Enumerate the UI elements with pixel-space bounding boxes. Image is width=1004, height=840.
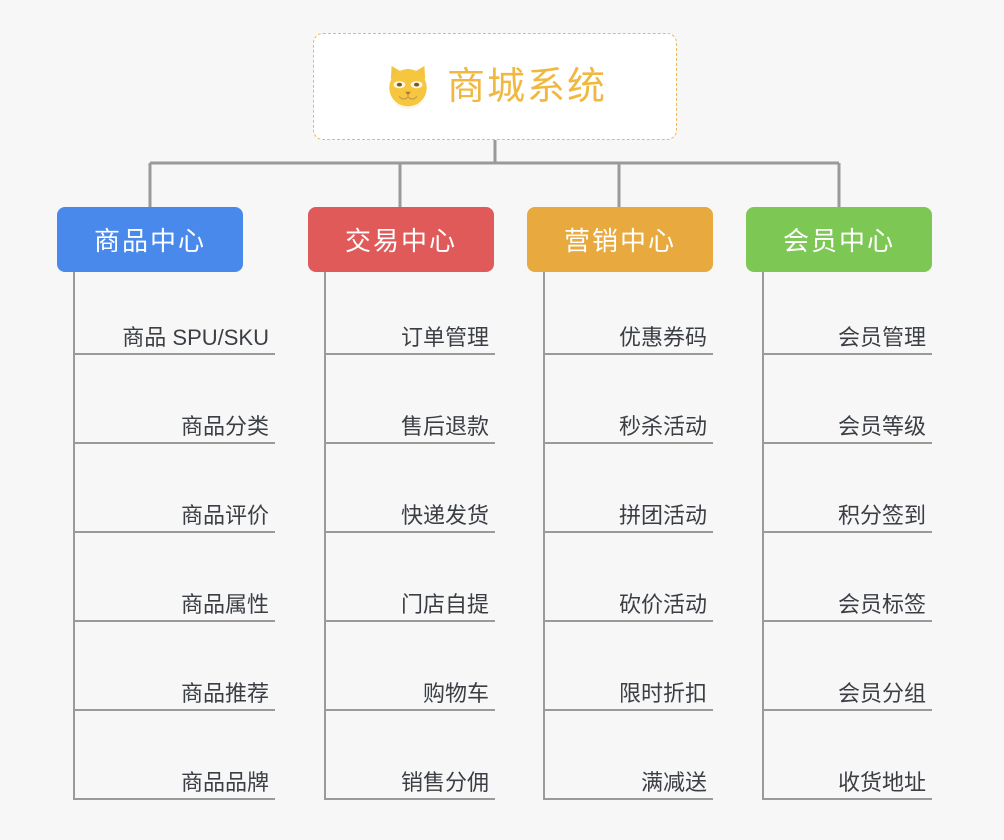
leaf-item-label: 砍价活动 [618,591,707,617]
leaf-item-label: 满减送 [640,769,707,795]
branch-spine-product-center [73,272,75,800]
branch-header-trade-center[interactable]: 交易中心 [308,207,494,272]
leaf-item-label: 会员管理 [837,324,926,350]
leaf-item-label: 商品评价 [180,502,269,528]
branch-spine-marketing-center [543,272,545,800]
leaf-item[interactable]: 门店自提 [324,576,495,622]
branch-marketing-center: 营销中心 [527,207,713,272]
branch-header-product-center[interactable]: 商品中心 [57,207,243,272]
leaf-item[interactable]: 商品推荐 [73,665,275,711]
root-title: 商城系统 [446,65,607,108]
root-node[interactable]: 商城系统 [313,33,677,140]
leaf-item-label: 积分签到 [837,502,926,528]
branch-spine-trade-center [324,272,326,800]
leaf-item-label: 秒杀活动 [618,413,707,439]
leaf-item[interactable]: 购物车 [324,665,495,711]
leaf-item-label: 销售分佣 [400,769,489,795]
leaf-item-label: 商品属性 [180,591,269,617]
leaf-item[interactable]: 商品属性 [73,576,275,622]
leaf-item-label: 优惠券码 [618,324,707,350]
leaf-item[interactable]: 商品评价 [73,487,275,533]
leaf-item-label: 商品 SPU/SKU [122,324,269,350]
leaf-item-label: 购物车 [422,680,489,706]
branch-product-center: 商品中心 [57,207,243,272]
leaf-item[interactable]: 收货地址 [762,754,932,800]
leaf-item-label: 收货地址 [837,769,926,795]
leaf-item-label: 商品品牌 [180,769,269,795]
leaf-item-label: 商品分类 [180,413,269,439]
branch-header-marketing-center[interactable]: 营销中心 [527,207,713,272]
branch-trade-center: 交易中心 [308,207,494,272]
leaf-item-label: 会员分组 [837,680,926,706]
leaf-item[interactable]: 销售分佣 [324,754,495,800]
leaf-item[interactable]: 会员分组 [762,665,932,711]
leaf-item-label: 拼团活动 [618,502,707,528]
branch-member-center: 会员中心 [746,207,932,272]
leaf-item[interactable]: 会员管理 [762,309,932,355]
leaf-item[interactable]: 限时折扣 [543,665,713,711]
leaf-item-label: 快递发货 [400,502,489,528]
branch-spine-member-center [762,272,764,800]
leaf-item[interactable]: 满减送 [543,754,713,800]
leaf-item[interactable]: 商品分类 [73,398,275,444]
leaf-item-label: 门店自提 [400,591,489,617]
branch-header-member-center[interactable]: 会员中心 [746,207,932,272]
leaf-item[interactable]: 售后退款 [324,398,495,444]
leaf-item[interactable]: 拼团活动 [543,487,713,533]
leaf-item-label: 限时折扣 [618,680,707,706]
leaf-item[interactable]: 会员等级 [762,398,932,444]
leaf-item[interactable]: 商品 SPU/SKU [73,309,275,355]
leaf-item-label: 会员等级 [837,413,926,439]
leaf-item-label: 会员标签 [837,591,926,617]
leaf-item-label: 订单管理 [400,324,489,350]
leaf-item[interactable]: 秒杀活动 [543,398,713,444]
leaf-item-label: 售后退款 [400,413,489,439]
leaf-item-label: 商品推荐 [180,680,269,706]
leaf-item[interactable]: 优惠券码 [543,309,713,355]
leaf-item[interactable]: 砍价活动 [543,576,713,622]
leaf-item[interactable]: 会员标签 [762,576,932,622]
shiba-dog-icon [389,65,427,109]
leaf-item[interactable]: 积分签到 [762,487,932,533]
leaf-item[interactable]: 商品品牌 [73,754,275,800]
leaf-item[interactable]: 订单管理 [324,309,495,355]
leaf-item[interactable]: 快递发货 [324,487,495,533]
